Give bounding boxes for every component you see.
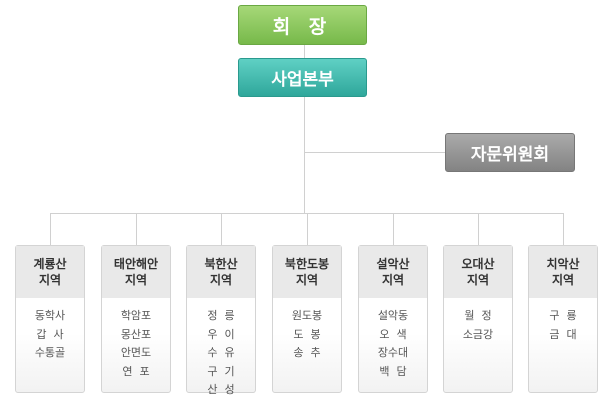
office-item: 산 성 xyxy=(207,383,235,396)
office-item: 구 룡 xyxy=(549,309,577,322)
office-item: 연 포 xyxy=(122,364,150,378)
office-item: 갑 사 xyxy=(36,327,64,341)
connector-trunk xyxy=(304,45,305,213)
region-title: 설악산 지역 xyxy=(359,246,427,298)
office-item: 소금강 xyxy=(462,327,494,341)
office-item: 학암포 xyxy=(120,309,152,322)
connector-stub xyxy=(307,213,308,245)
office-item: 동학사 xyxy=(34,309,66,322)
connector-regions xyxy=(50,213,563,214)
office-item: 우 이 xyxy=(207,327,235,341)
office-item: 설악동 xyxy=(377,309,409,322)
connector-stub xyxy=(478,213,479,245)
office-item: 금 대 xyxy=(549,327,577,341)
connector-stub xyxy=(221,213,222,245)
office-item: 구 기 xyxy=(207,364,235,378)
office-item: 장수대 xyxy=(377,346,409,359)
connector-stub xyxy=(393,213,394,245)
region-title: 오대산 지역 xyxy=(444,246,512,298)
connector-advisory xyxy=(305,152,445,153)
chairman-box: 회 장 xyxy=(238,5,367,45)
connector-stub xyxy=(50,213,51,245)
office-item: 수통골 xyxy=(34,346,66,359)
office-item: 백 담 xyxy=(379,364,407,378)
connector-stub xyxy=(136,213,137,245)
office-item: 도 봉 xyxy=(293,327,321,341)
office-item: 송 추 xyxy=(293,346,321,359)
region-title: 치악산 지역 xyxy=(529,246,597,298)
region-title: 북한산 지역 xyxy=(187,246,255,298)
advisory-committee-box: 자문위원회 xyxy=(445,133,575,172)
office-item: 몽산포 xyxy=(120,327,152,341)
office-item: 원도봉 xyxy=(291,309,323,322)
office-item: 오 색 xyxy=(379,327,407,341)
office-item: 정 릉 xyxy=(207,309,235,322)
region-title: 계룡산 지역 xyxy=(16,246,84,298)
connector-stub xyxy=(563,213,564,245)
region-title: 태안해안 지역 xyxy=(102,246,170,298)
office-item: 안면도 xyxy=(120,346,152,359)
headquarters-box: 사업본부 xyxy=(238,58,367,97)
office-item: 수 유 xyxy=(207,346,235,359)
region-title: 북한도봉 지역 xyxy=(273,246,341,298)
office-item: 월 정 xyxy=(464,309,492,322)
